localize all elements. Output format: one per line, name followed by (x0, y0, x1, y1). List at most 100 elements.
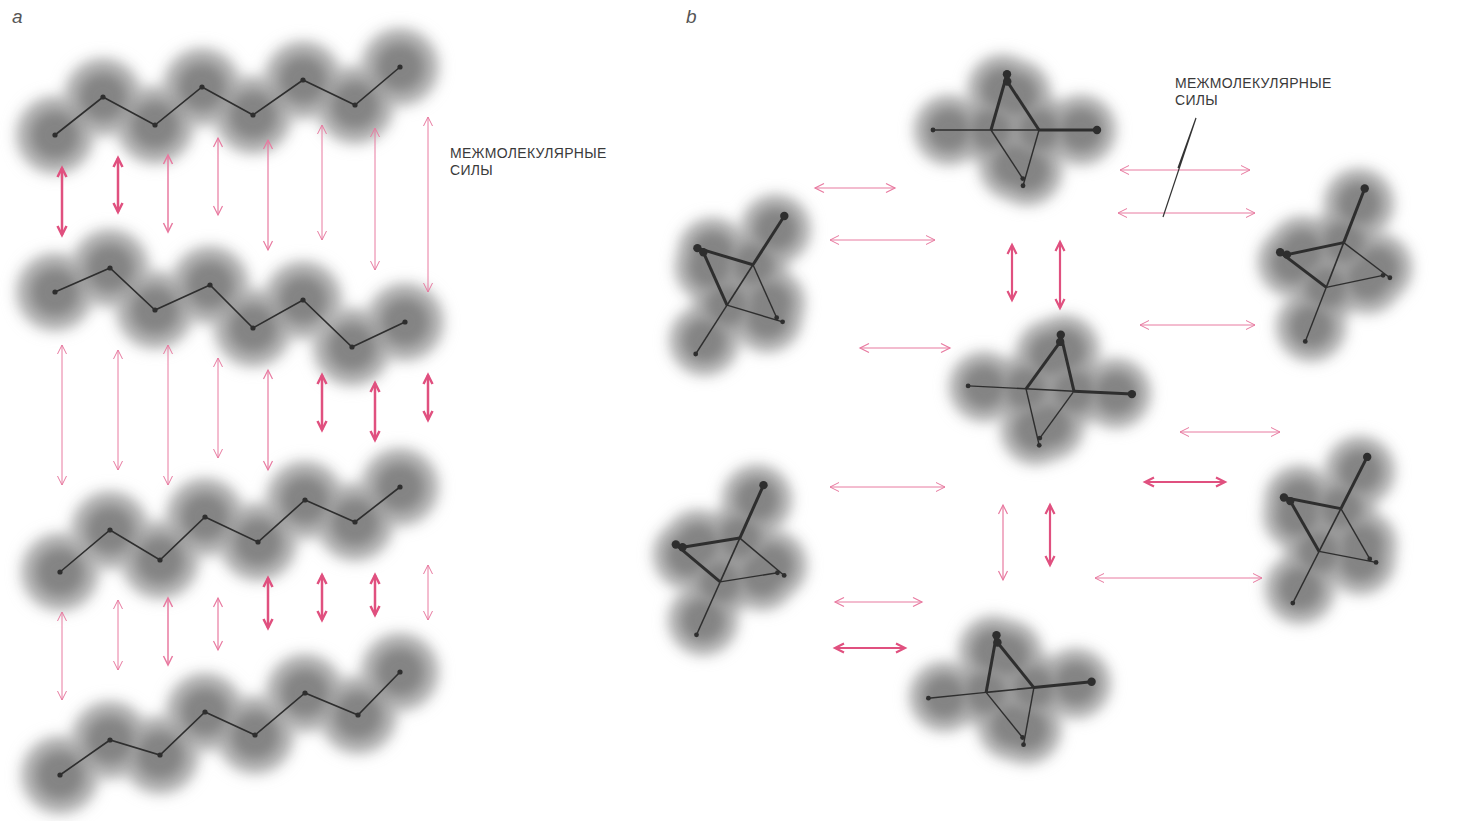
arrow-shaft (1118, 213, 1255, 214)
arrow-head (424, 611, 433, 620)
atom-dot (255, 539, 260, 544)
arrow-head (424, 283, 433, 292)
atom-dot (352, 519, 357, 524)
bond-line (720, 573, 777, 582)
atom-dot (302, 497, 307, 502)
leader-line (1163, 118, 1196, 217)
cloud-lobe (134, 104, 176, 146)
force-arrow (1056, 242, 1065, 308)
atom-dot (1381, 273, 1386, 278)
arrow-head (318, 421, 327, 430)
bond-line (1026, 389, 1039, 445)
cloud-layer (1279, 452, 1380, 607)
arrow-head (264, 241, 273, 250)
cloud-lobe (39, 754, 81, 796)
bond-line (1293, 551, 1319, 603)
force-label: МЕЖМОЛЕКУЛЯРНЫЕ СИЛЫ (450, 145, 625, 179)
arrow-shaft (267, 370, 268, 470)
arrow-head (58, 168, 67, 177)
force-arrow (1046, 505, 1055, 565)
atom-dot (926, 696, 931, 701)
cloud-layer (660, 472, 800, 649)
atom-dot (775, 570, 780, 575)
bond-line (1344, 243, 1390, 278)
bond-line (1007, 81, 1039, 130)
bond-line (1290, 501, 1319, 551)
arrow-shaft (321, 375, 324, 430)
cloud-layer (15, 27, 440, 175)
arrow-shaft (117, 158, 120, 212)
force-arrow (835, 598, 922, 607)
central-bond (727, 265, 753, 305)
arrow-head (264, 461, 273, 470)
arrow-head (164, 223, 173, 232)
carbon-chain (60, 487, 400, 572)
cloud-lobe (234, 714, 276, 756)
bond-line (1039, 129, 1097, 132)
atom-dot (202, 514, 207, 519)
arrow-shaft (118, 350, 119, 470)
electron-cloud (948, 314, 1152, 465)
atom-dot (759, 481, 767, 489)
force-arrow (1180, 428, 1280, 437)
bond-line (968, 386, 1026, 389)
cloud-lobe (24, 261, 86, 323)
force-arrow (114, 600, 123, 670)
force-arrow (1120, 166, 1250, 175)
arrow-shaft (167, 598, 169, 665)
force-arrow (214, 598, 223, 650)
central-bond (986, 688, 1034, 693)
arrow-shaft (218, 358, 219, 458)
cloud-lobe (82, 76, 124, 118)
arrow-shaft (322, 125, 323, 240)
atom-dot (1387, 275, 1392, 280)
force-arrow (164, 598, 173, 665)
force-arrow (424, 117, 433, 292)
atom-dot (207, 282, 212, 287)
arrow-head (835, 598, 844, 607)
arrow-head (1253, 574, 1262, 583)
force-arrow (318, 575, 327, 620)
bond-line (740, 538, 784, 575)
arrow-shaft (217, 138, 218, 215)
arrow-head (58, 476, 67, 485)
arrow-shaft (1059, 242, 1061, 308)
arrow-head (371, 128, 380, 137)
arrow-shaft (1011, 245, 1013, 300)
atom-dot (300, 297, 305, 302)
atom-dot (52, 132, 57, 137)
arrow-head (1246, 321, 1255, 330)
arrow-head (114, 461, 123, 470)
bond-line (740, 485, 764, 538)
cloud-layer (669, 481, 790, 639)
atom-dot (202, 709, 207, 714)
arrow-head (1241, 166, 1250, 175)
bond-line (696, 305, 727, 354)
arrow-head (371, 383, 380, 392)
cloud-lobe (181, 66, 223, 108)
atom-dot (780, 319, 785, 324)
arrow-head (214, 138, 223, 147)
arrow-head (1046, 556, 1055, 565)
arrow-shaft (1095, 578, 1262, 579)
cloud-layer (34, 247, 426, 368)
electron-cloud (20, 447, 440, 612)
force-arrow (371, 383, 380, 440)
cloud-layer (1262, 435, 1398, 625)
atom-dot (993, 638, 1001, 646)
cloud-layer (908, 615, 1111, 765)
central-bond (991, 129, 1039, 131)
atom-dot (1374, 560, 1379, 565)
atom-dot (1363, 453, 1371, 461)
arrow-shaft (167, 155, 169, 232)
arrow-shaft (815, 187, 895, 188)
arrow-shaft (321, 575, 324, 620)
force-arrow (214, 138, 223, 215)
bond-line (1326, 275, 1383, 287)
arrow-shaft (118, 600, 119, 670)
atom-dot (1003, 70, 1011, 78)
atom-dot (1367, 557, 1372, 562)
arrow-head (1095, 574, 1104, 583)
arrow-head (58, 345, 67, 354)
arrow-head (860, 344, 869, 353)
